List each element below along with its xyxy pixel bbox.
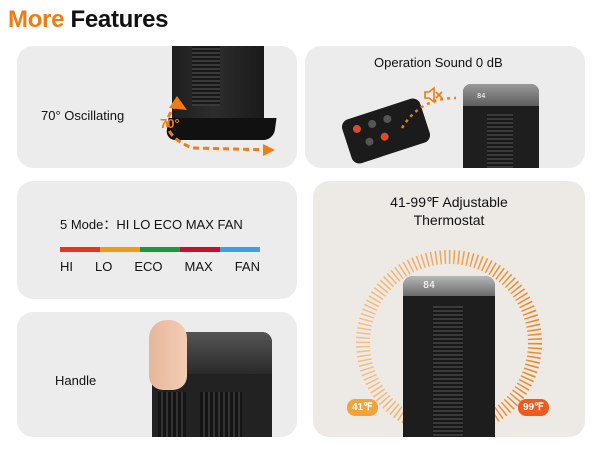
thermostat-display: 84	[423, 280, 436, 291]
oscillation-label: 70° Oscillating	[41, 108, 125, 123]
min-temp-badge: 41℉	[347, 399, 378, 416]
mode-eco: ECO	[134, 259, 163, 274]
heater-grille	[192, 46, 220, 106]
oscillation-card: 70° 70° Oscillating	[17, 46, 297, 168]
sound-card: Operation Sound 0 dB 84	[305, 46, 585, 168]
handle-label: Handle	[55, 373, 97, 388]
mode-labels: HI LO ECO MAX FAN	[60, 259, 260, 274]
mode-hi: HI	[60, 259, 73, 274]
mode-color-bar	[60, 247, 260, 252]
mode-bar-eco	[140, 247, 180, 252]
mode-card: 5 Mode：HI LO ECO MAX FAN HI LO ECO MAX F…	[17, 181, 297, 299]
thermostat-title: 41-99℉ Adjustable Thermostat	[313, 193, 585, 229]
heater-top-image: 84	[463, 84, 539, 168]
thermostat-title-line2: Thermostat	[413, 212, 485, 228]
max-temp-badge: 99℉	[518, 399, 549, 416]
oscillation-angle: 70°	[160, 116, 180, 131]
mode-max: MAX	[184, 259, 213, 274]
mode-lo: LO	[95, 259, 113, 274]
mode-bar-fan	[220, 247, 260, 252]
heater-thermostat-image: 84	[403, 276, 495, 437]
mode-fan: FAN	[234, 259, 260, 274]
title-accent: More	[8, 6, 65, 33]
mode-bar-hi	[60, 247, 100, 252]
title-rest: Features	[70, 6, 169, 33]
mode-bar-lo	[100, 247, 140, 252]
mode-bar-max	[180, 247, 220, 252]
mode-label: 5 Mode：HI LO ECO MAX FAN	[60, 217, 243, 232]
thermostat-card: 41-99℉ Adjustable Thermostat 84 41℉ 99℉	[313, 181, 585, 437]
hand-image	[149, 320, 187, 390]
oscillation-arrow-icon	[166, 96, 275, 156]
page-title: More Features	[8, 6, 168, 34]
thermostat-title-line1: 41-99℉ Adjustable	[390, 194, 508, 210]
handle-card: Handle	[17, 312, 297, 437]
mute-icon	[424, 86, 443, 104]
sound-label: Operation Sound 0 dB	[374, 55, 503, 70]
signal-arc-icon	[400, 96, 457, 129]
